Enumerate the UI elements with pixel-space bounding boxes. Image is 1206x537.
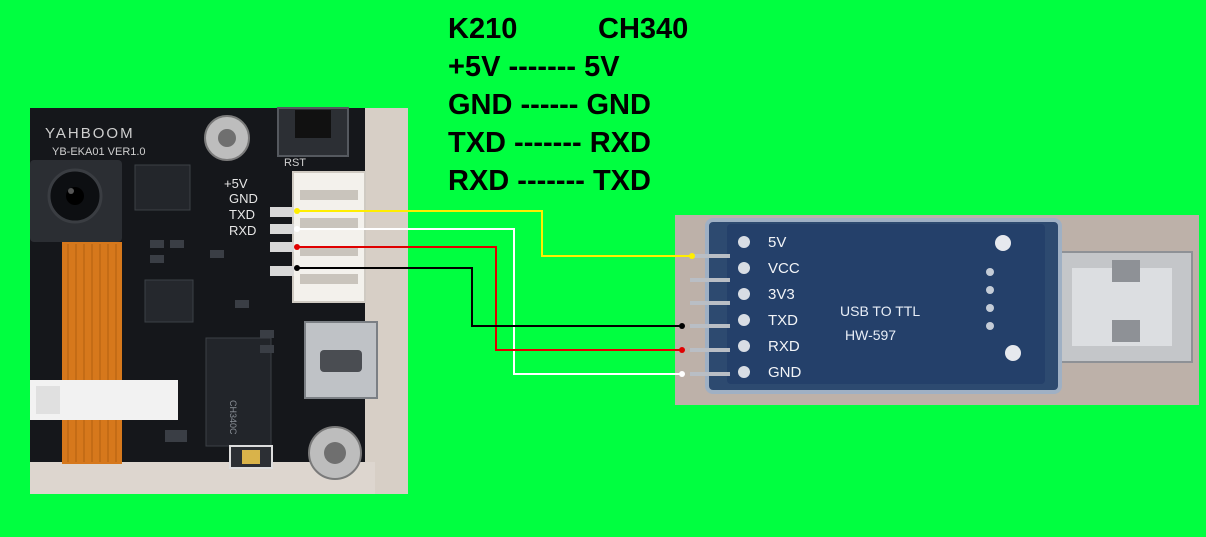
legend-row-txd: TXD ------- RXD [448,127,651,159]
module-pin-label-5v: 5V [768,234,786,251]
wire-endpoint [294,265,300,271]
module-pin-label-vcc: VCC [768,260,800,277]
board-model: YB-EKA01 VER1.0 [52,146,146,158]
legend-row-5v: +5V ------- 5V [448,51,620,83]
wire-gnd-black [297,267,682,327]
module-pin-label-3v3: 3V3 [768,286,795,303]
wire-endpoint [679,323,685,329]
legend-header-k210: K210 [448,13,518,45]
wire-endpoint [294,244,300,250]
wire-rxd-white [297,228,682,375]
module-silkscreen-2: HW-597 [845,327,896,343]
wire-txd-red [297,246,682,351]
k210-pin-labels: +5V GND TXD RXD [224,176,258,238]
legend-header: K210 CH340 [448,10,688,48]
module-pin-label-gnd: GND [768,364,802,381]
svg-text:CH340C: CH340C [228,400,238,435]
legend-row-gnd: GND ------ GND [448,89,651,121]
k210-board-photo: YAHBOOM YB-EKA01 VER1.0 CH340C [30,107,408,494]
wire-5v-yellow [297,210,692,257]
wire-endpoint [689,253,695,259]
legend-header-ch340: CH340 [598,13,689,45]
usb-to-ttl-module-photo: USB TO TTL HW-597 5V VCC 3V3 TXD RXD GND [675,215,1199,405]
board-brand: YAHBOOM [45,125,135,142]
wire-endpoint [294,208,300,214]
wire-endpoint [294,226,300,232]
k210-pin-label-gnd: GND [229,191,258,206]
module-pin-label-rxd: RXD [768,338,800,355]
k210-pin-label-txd: TXD [229,207,255,222]
wires [297,210,692,375]
wire-endpoint [679,371,685,377]
module-pin-label-txd: TXD [768,312,798,329]
legend-row-rxd: RXD ------- TXD [448,165,651,197]
svg-text:RST: RST [284,157,306,169]
module-silkscreen-1: USB TO TTL [840,303,920,319]
k210-pin-label-5v: +5V [224,176,248,191]
module-pin-labels: 5V VCC 3V3 TXD RXD GND [768,234,802,381]
wire-endpoint [679,347,685,353]
k210-pin-label-rxd: RXD [229,223,256,238]
wire-endpoints [294,208,695,377]
